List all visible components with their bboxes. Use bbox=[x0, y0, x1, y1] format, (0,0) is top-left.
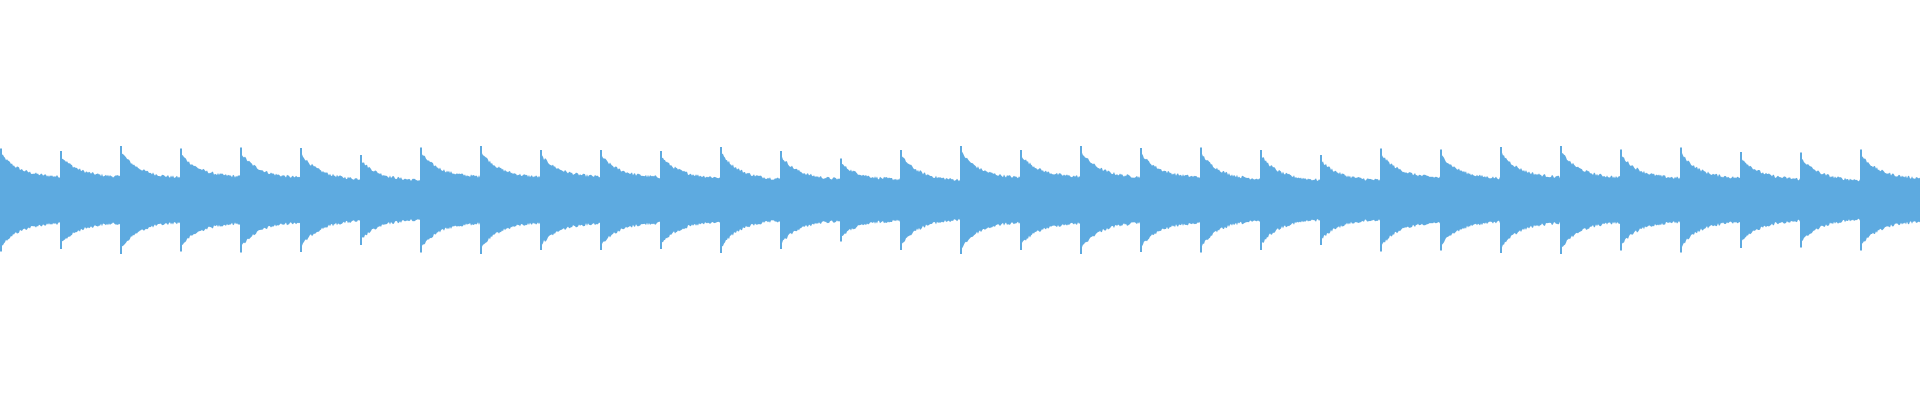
waveform-beat bbox=[1380, 151, 1440, 249]
waveform-beat bbox=[1080, 149, 1140, 251]
waveform-beat bbox=[1020, 153, 1080, 247]
waveform-beat bbox=[780, 155, 840, 245]
waveform-beat bbox=[120, 150, 180, 250]
waveform-beat bbox=[1200, 150, 1260, 250]
waveform-transient bbox=[300, 148, 302, 252]
waveform-transient bbox=[1260, 150, 1262, 250]
waveform-transient bbox=[660, 151, 662, 249]
waveform-beat bbox=[60, 155, 120, 245]
waveform-transient bbox=[1620, 149, 1622, 251]
waveform-beat bbox=[660, 155, 720, 245]
waveform-beat bbox=[480, 151, 540, 249]
waveform-transient bbox=[1440, 149, 1442, 251]
waveform-beat bbox=[1680, 150, 1740, 250]
waveform-beat bbox=[1860, 153, 1920, 247]
waveform-transient bbox=[1860, 149, 1862, 251]
waveform-transient bbox=[1680, 147, 1682, 253]
waveform-beat bbox=[960, 151, 1020, 249]
waveform-transient bbox=[1080, 146, 1082, 254]
waveform-transient bbox=[0, 148, 2, 252]
waveform-beat bbox=[1620, 154, 1680, 246]
waveform-beat bbox=[720, 149, 780, 251]
waveform-beat bbox=[420, 151, 480, 249]
waveform-transient bbox=[1560, 146, 1562, 254]
waveform-transient bbox=[840, 158, 842, 242]
waveform-transient bbox=[720, 147, 722, 253]
waveform-beat bbox=[0, 152, 60, 248]
waveform-beat bbox=[180, 151, 240, 249]
waveform-transient bbox=[420, 147, 422, 253]
waveform-transient bbox=[60, 151, 62, 249]
waveform-transient bbox=[1020, 150, 1022, 250]
waveform-transient bbox=[120, 146, 122, 254]
waveform-transient bbox=[1380, 148, 1382, 252]
waveform-beat bbox=[1260, 154, 1320, 246]
waveform-beat bbox=[1320, 157, 1380, 243]
waveform-transient bbox=[480, 146, 482, 254]
waveform-transient bbox=[1800, 152, 1802, 248]
waveform-beat bbox=[540, 152, 600, 248]
waveform-transient bbox=[900, 150, 902, 250]
waveform-transient bbox=[960, 146, 962, 254]
waveform-transient bbox=[780, 151, 782, 249]
waveform-beats bbox=[0, 146, 1920, 254]
waveform-transient bbox=[180, 148, 182, 252]
waveform-beat bbox=[1560, 149, 1620, 251]
waveform-transient bbox=[1140, 148, 1142, 252]
waveform-beat bbox=[360, 160, 420, 240]
waveform-beat bbox=[240, 151, 300, 249]
waveform-transient bbox=[240, 147, 242, 253]
waveform-transient bbox=[540, 150, 542, 250]
waveform-transient bbox=[1740, 152, 1742, 248]
waveform-beat bbox=[1500, 151, 1560, 249]
waveform-beat bbox=[600, 153, 660, 247]
waveform-transient bbox=[1200, 147, 1202, 253]
waveform-beat bbox=[1800, 155, 1860, 245]
waveform-beat bbox=[1140, 151, 1200, 249]
waveform-beat bbox=[840, 161, 900, 239]
waveform-beat bbox=[900, 155, 960, 245]
waveform-beat bbox=[1440, 153, 1500, 247]
waveform-transient bbox=[360, 155, 362, 245]
waveform-transient bbox=[1500, 147, 1502, 253]
waveform-transient bbox=[1320, 155, 1322, 245]
waveform-transient bbox=[600, 150, 602, 250]
waveform-beat bbox=[1740, 155, 1800, 245]
waveform-beat bbox=[300, 152, 360, 248]
